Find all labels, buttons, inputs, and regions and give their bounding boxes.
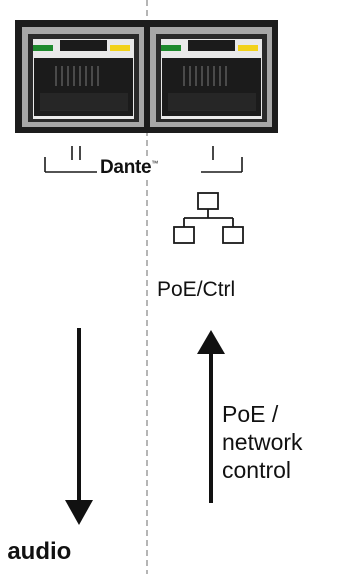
led-yellow-1 bbox=[110, 45, 130, 51]
poe-ctrl-label: PoE/Ctrl bbox=[157, 278, 236, 301]
up-arrow-icon bbox=[197, 330, 225, 503]
dante-logo-text: Dante bbox=[100, 157, 152, 178]
led-green-1 bbox=[33, 45, 53, 51]
arrow-label-line-1: PoE / bbox=[222, 401, 279, 427]
down-arrow-icon bbox=[65, 328, 93, 525]
led-yellow-2 bbox=[238, 45, 258, 51]
ethernet-port-icon bbox=[22, 27, 144, 127]
poe-network-control-label: PoE / network control bbox=[222, 400, 352, 484]
port-bracket bbox=[44, 146, 243, 173]
network-icon bbox=[173, 192, 244, 244]
audio-label: l audio bbox=[0, 538, 72, 565]
dante-logo: Dante™ bbox=[98, 157, 160, 179]
rj45-port-pair bbox=[15, 20, 278, 133]
led-green-2 bbox=[161, 45, 181, 51]
arrow-label-line-2: network bbox=[222, 429, 303, 455]
ethernet-port-icon bbox=[150, 27, 272, 127]
dante-trademark: ™ bbox=[151, 160, 158, 168]
arrow-label-line-3: control bbox=[222, 457, 292, 483]
